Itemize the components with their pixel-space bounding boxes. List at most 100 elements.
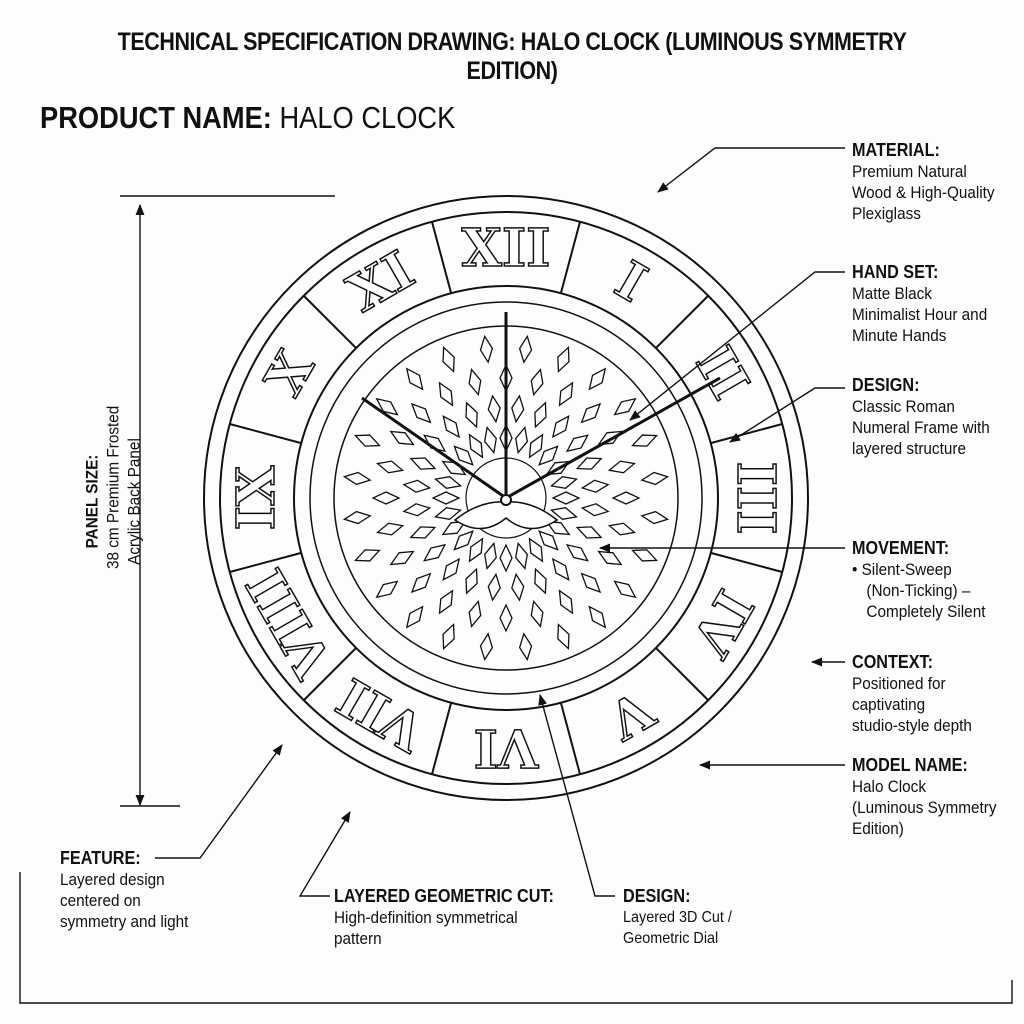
callout-line: captivating <box>852 695 926 714</box>
geometric-cut-diamond <box>545 520 571 536</box>
callout-line: Minute Hands <box>852 326 947 345</box>
geometric-cut-diamond <box>534 401 547 429</box>
panel-size-heading: PANEL SIZE: <box>82 454 102 549</box>
geometric-cut-diamond <box>405 367 424 391</box>
callout-line: layered structure <box>852 439 966 458</box>
callout-feature: FEATURE: Layered design centered on symm… <box>60 848 188 932</box>
callout-line: High-definition symmetrical <box>334 908 518 927</box>
callout-line: Layered design <box>60 870 165 889</box>
callout-line: Numeral Frame with <box>852 418 990 437</box>
geometric-cut-diamond <box>631 434 659 447</box>
geometric-cut-diamond <box>640 510 670 525</box>
second-hand <box>505 376 721 500</box>
geometric-cut-diamond <box>468 537 484 563</box>
panel-size-line: Acrylic Back Panel <box>124 438 144 565</box>
geometric-cut-diamond <box>530 599 544 628</box>
callout-heading: HAND SET: <box>852 262 939 282</box>
geometric-cut-diamond <box>409 526 437 539</box>
geometric-cut-diamond <box>468 599 482 628</box>
geometric-cut-diamond <box>565 434 589 453</box>
callout-design-dial: DESIGN: Layered 3D Cut / Geometric Dial <box>623 886 732 949</box>
geometric-cut-diamond <box>551 557 570 581</box>
geometric-cut-diamond <box>575 526 603 539</box>
geometric-cut-diamond <box>640 471 670 486</box>
roman-numeral: V <box>597 677 665 751</box>
geometric-cut-diamond <box>479 334 494 364</box>
geometric-cut-diamond <box>580 503 610 517</box>
callout-line: pattern <box>334 929 382 948</box>
geometric-cut-diamond <box>575 457 603 470</box>
callout-heading: MATERIAL: <box>852 140 940 160</box>
geometric-cut-diamond <box>409 457 437 470</box>
callout-line: (Luminous Symmetry <box>852 798 997 817</box>
callout-line: Premium Natural <box>852 162 967 181</box>
geometric-cut-diamond <box>442 557 461 581</box>
geometric-cut-diamond <box>389 550 415 566</box>
callout-line: • Silent-Sweep <box>852 560 952 579</box>
geometric-cut-diamond <box>353 549 381 562</box>
leader-lines <box>19 147 1013 1004</box>
geometric-cut-diamond <box>549 507 579 521</box>
geometric-cut-diamond <box>438 381 454 407</box>
callout-line: Wood & High-Quality <box>852 183 995 202</box>
geometric-cut-diamond <box>376 460 405 474</box>
geometric-cut-diamond <box>631 549 659 562</box>
geometric-cut-diamond <box>433 507 463 521</box>
geometric-cut-diamond <box>405 605 424 629</box>
callout-material: MATERIAL: Premium Natural Wood & High-Qu… <box>852 140 995 224</box>
numeral-divider <box>229 551 302 573</box>
roman-numeral: XII <box>462 218 551 279</box>
callout-line: Layered 3D Cut / <box>623 909 732 926</box>
geometric-cut-diamond <box>597 430 623 446</box>
geometric-cut-diamond <box>465 401 478 429</box>
geometric-cut-diamond <box>441 520 467 536</box>
callout-model-name: MODEL NAME: Halo Clock (Luminous Symmetr… <box>852 755 997 839</box>
callout-design-frame: DESIGN: Classic Roman Numeral Frame with… <box>852 375 990 459</box>
geometric-cut-diamond <box>549 475 579 489</box>
roman-numeral: IX <box>226 465 287 530</box>
callout-line: Edition) <box>852 819 904 838</box>
geometric-cut-diamond <box>465 567 478 595</box>
geometric-cut-diamond <box>479 632 494 662</box>
clock-hands <box>361 312 721 530</box>
product-name: PRODUCT NAME: HALO CLOCK <box>40 100 455 136</box>
geometric-cut-diamond <box>534 567 547 595</box>
numeral-divider <box>229 423 302 445</box>
geometric-cut-diamond <box>511 394 525 424</box>
outer-ring <box>203 195 809 801</box>
geometric-cut-diamond <box>442 623 455 651</box>
numeral-divider <box>655 295 709 349</box>
callout-line: Completely Silent <box>866 602 986 621</box>
geometric-cut-diamond <box>371 491 401 505</box>
callout-line: Minimalist Hour and <box>852 305 988 324</box>
product-name-value: HALO CLOCK <box>279 100 456 135</box>
callout-heading: FEATURE: <box>60 848 141 868</box>
roman-numeral: VI <box>474 717 540 778</box>
geometric-cut-diamond <box>453 530 474 551</box>
panel-size-line: 38 cm Premium Frosted <box>103 405 123 569</box>
callout-line: studio-style depth <box>852 716 972 735</box>
callout-line: Halo Clock <box>852 777 926 796</box>
geometric-cut-diamond <box>402 503 432 517</box>
geometric-cut-diamond <box>483 425 497 455</box>
roman-numeral: III <box>725 462 786 535</box>
geometric-cut-diamond <box>353 434 381 447</box>
callout-movement: MOVEMENT: • Silent-Sweep (Non-Ticking) –… <box>852 538 985 622</box>
geometric-cut-diamond <box>551 415 570 439</box>
geometric-cut-diamond <box>442 415 461 439</box>
geometric-cut-diamond <box>580 572 602 594</box>
callout-heading: DESIGN: <box>852 375 920 395</box>
geometric-cut-diamond <box>530 368 544 397</box>
geometric-cut-diamond <box>410 572 432 594</box>
geometric-cut-diamond <box>528 537 544 563</box>
panel-size-label: PANEL SIZE: 38 cm Premium Frosted Acryli… <box>82 406 145 569</box>
callout-heading: MODEL NAME: <box>852 755 968 775</box>
callout-heading: LAYERED GEOMETRIC CUT: <box>334 886 554 906</box>
callout-heading: DESIGN: <box>623 886 691 906</box>
geometric-cut-diamond <box>597 550 623 566</box>
geometric-cut-diamond <box>588 605 607 629</box>
geometric-cut-diamond <box>565 543 589 562</box>
geometric-cut-diamond <box>557 623 570 651</box>
callout-line: symmetry and light <box>60 912 189 931</box>
